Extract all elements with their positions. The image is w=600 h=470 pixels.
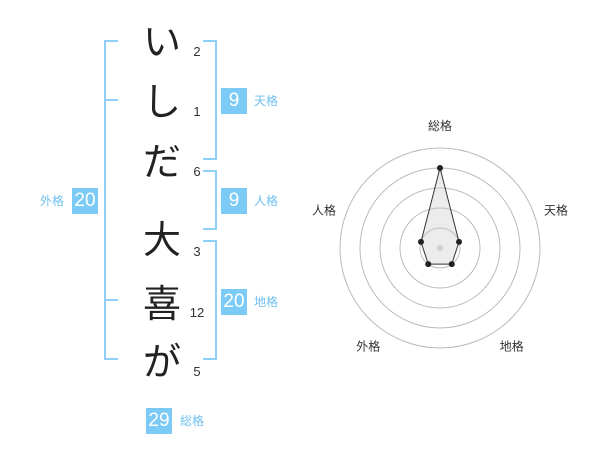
radar-series-area	[420, 167, 460, 265]
tenkaku-bracket-bottom	[203, 158, 217, 160]
chikaku-bracket-top	[203, 240, 217, 242]
stroke-count-3: 6	[193, 164, 201, 179]
radar-ring	[379, 187, 501, 309]
jinkaku-badge: 9	[221, 188, 247, 214]
radar-axis-label-1: 総格	[428, 118, 452, 133]
chikaku-label: 地格	[254, 295, 279, 309]
name-char-6: が	[142, 340, 181, 384]
outer-bracket-bottom	[104, 358, 118, 360]
radar-point-1	[437, 165, 443, 171]
outer-bracket-vertical	[104, 40, 106, 360]
name-char-1: い	[142, 20, 181, 64]
outer-bracket-mid-top	[104, 99, 118, 101]
stroke-count-2: 1	[193, 104, 201, 119]
radar-axis-label-2: 天格	[544, 202, 568, 217]
radar-axis-label-4: 外格	[356, 339, 380, 354]
stroke-count-5: 12	[189, 305, 205, 320]
radar-ring	[339, 147, 541, 349]
chikaku-badge: 20	[221, 289, 247, 315]
tenkaku-badge: 9	[221, 88, 247, 114]
outer-bracket-top	[104, 40, 118, 42]
name-char-5: 喜	[142, 282, 181, 326]
tenkaku-bracket-vertical	[215, 40, 217, 160]
name-char-3: だ	[142, 140, 181, 184]
radar-point-2	[456, 238, 463, 245]
radar-axis-label-5: 人格	[312, 202, 336, 217]
name-char-2: し	[142, 80, 181, 124]
radar-point-5	[417, 238, 424, 245]
tenkaku-label: 天格	[254, 94, 279, 108]
tenkaku-bracket-top	[203, 40, 217, 42]
name-char-4: 大	[142, 218, 181, 262]
soukaku-badge: 29	[146, 408, 172, 434]
radar-point-4	[425, 261, 432, 268]
gaikaku-badge: 20	[72, 188, 98, 214]
radar-ring	[399, 207, 481, 289]
gaikaku-label: 外格	[40, 194, 65, 208]
stroke-count-6: 5	[193, 364, 201, 379]
soukaku-label: 総格	[180, 414, 205, 428]
outer-bracket-mid-bottom	[104, 299, 118, 301]
stroke-count-4: 3	[193, 244, 201, 259]
jinkaku-label: 人格	[254, 194, 279, 208]
radar-point-3	[448, 261, 455, 268]
jinkaku-bracket-vertical	[215, 170, 217, 230]
jinkaku-bracket-bottom	[203, 228, 217, 230]
radar-axis-label-3: 地格	[500, 339, 524, 354]
radar-ring	[419, 227, 461, 269]
stroke-count-1: 2	[193, 44, 201, 59]
chikaku-bracket-vertical	[215, 240, 217, 360]
jinkaku-bracket-top	[203, 170, 217, 172]
radar-center	[437, 245, 443, 251]
chikaku-bracket-bottom	[203, 358, 217, 360]
